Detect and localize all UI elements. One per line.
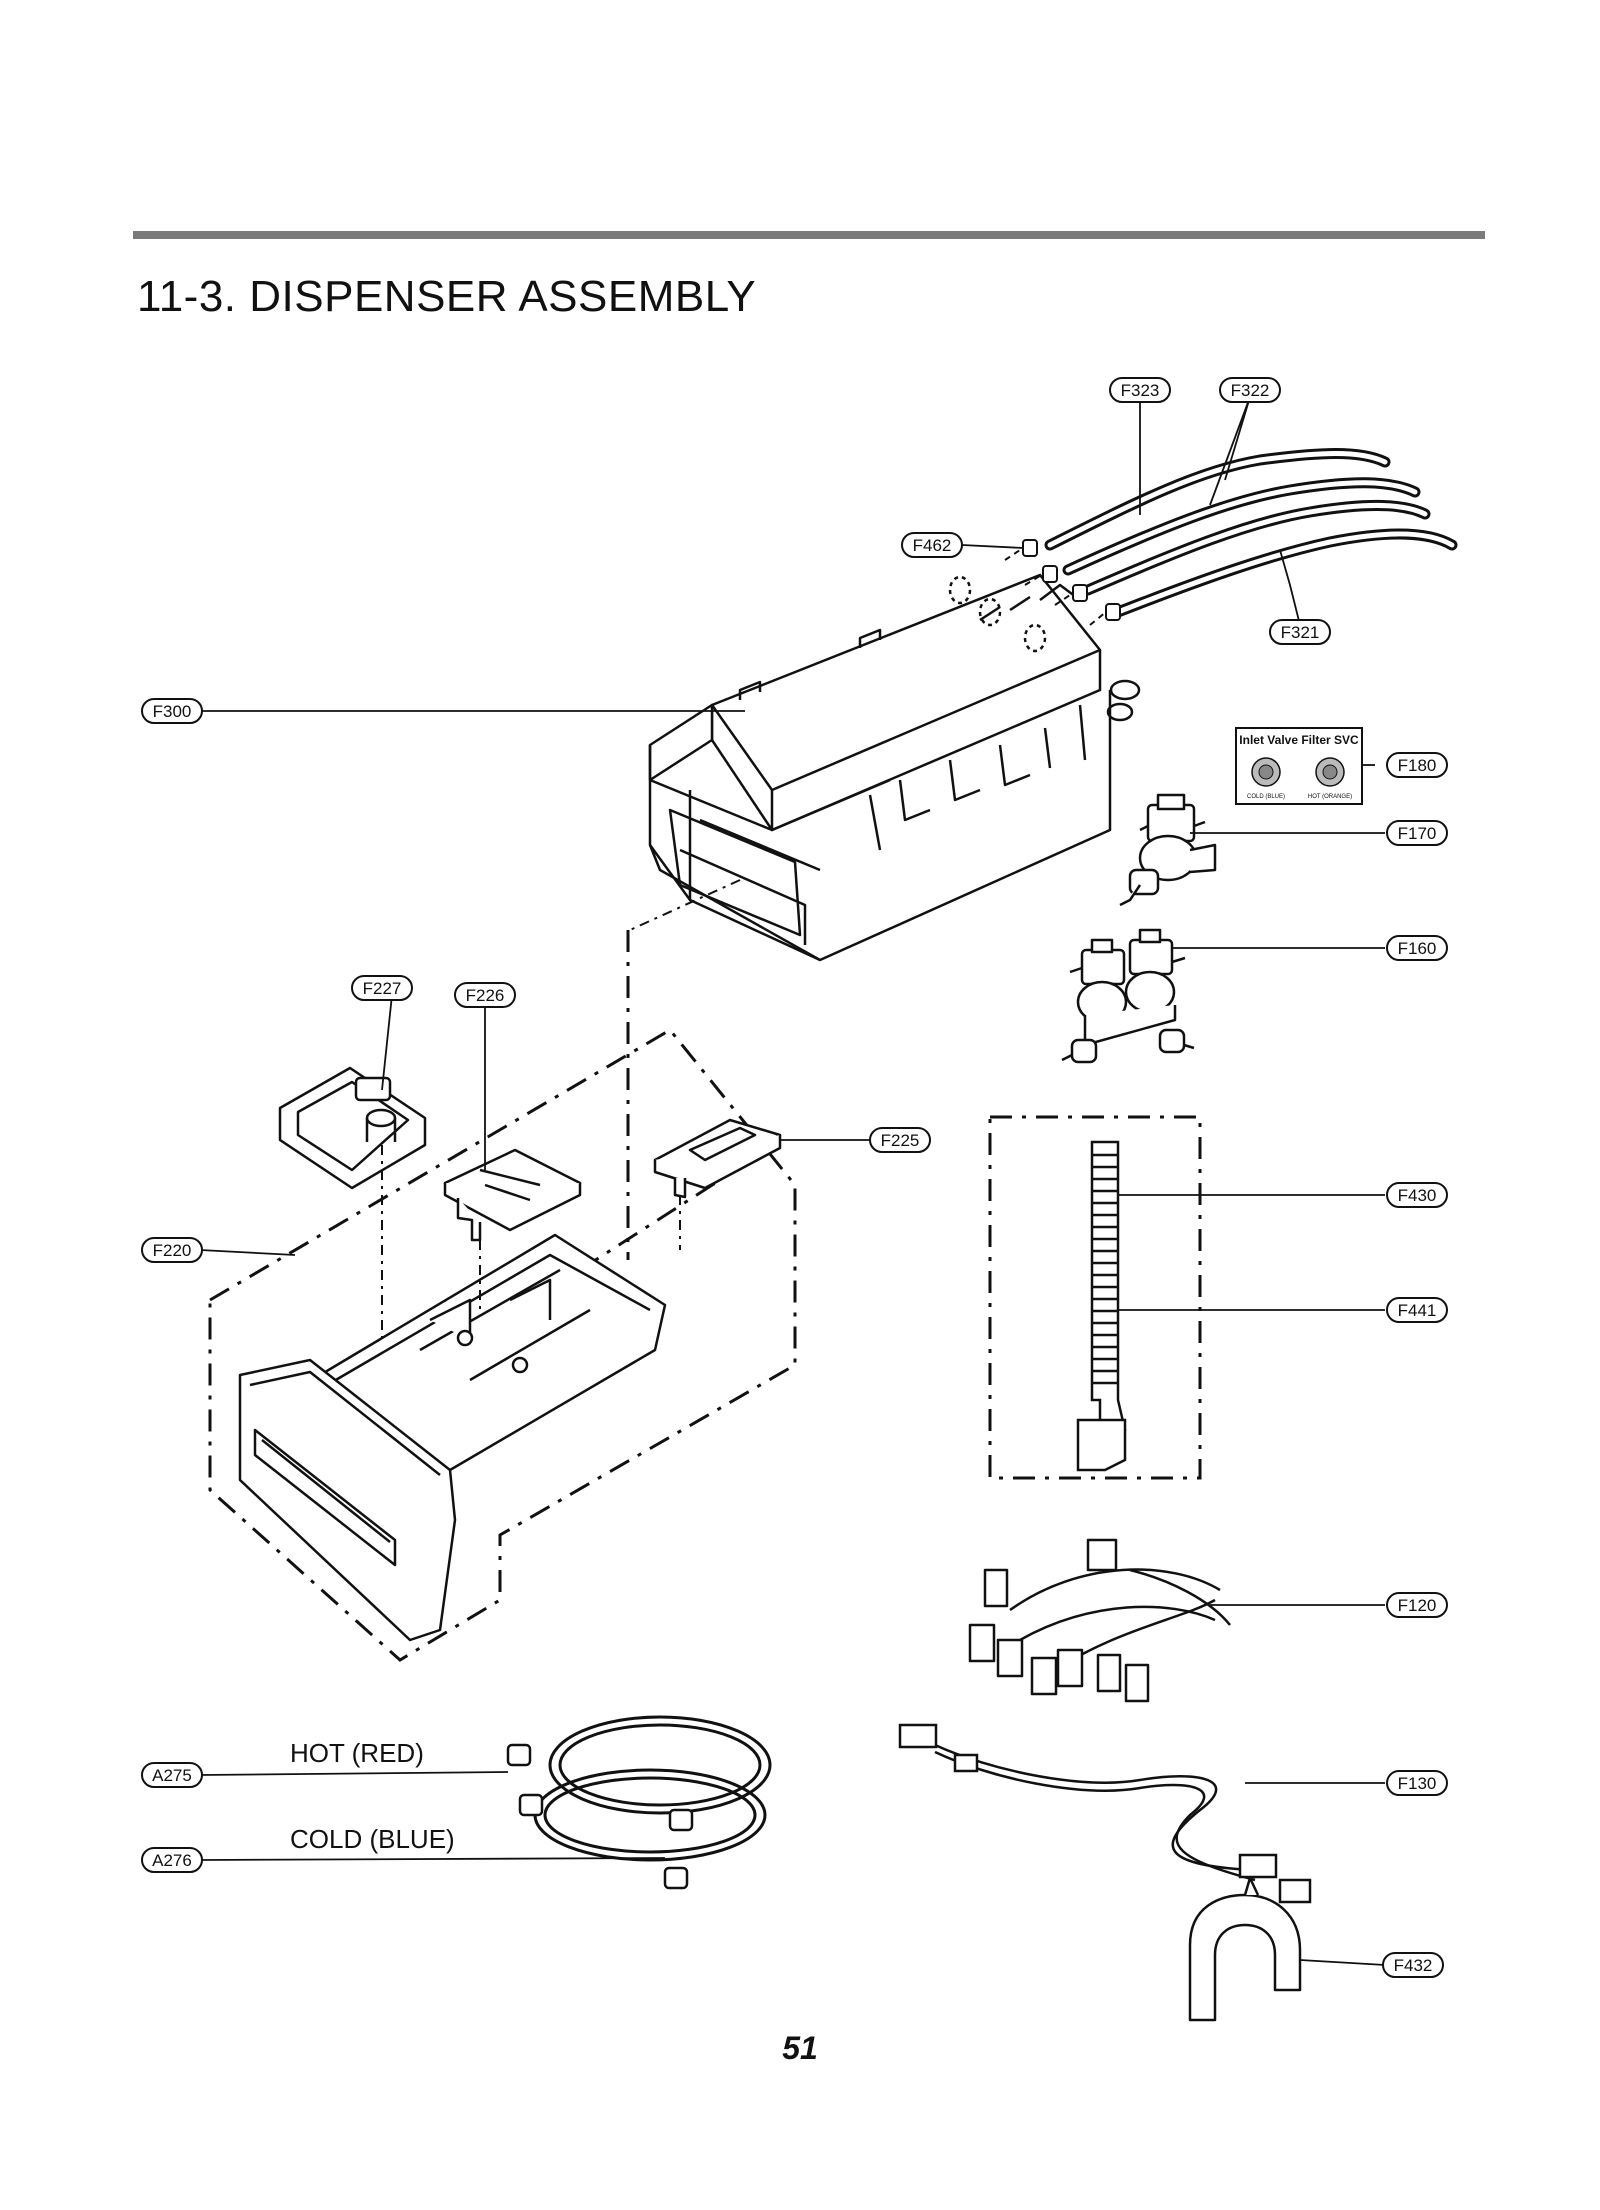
callout-A276: A276: [141, 1847, 203, 1873]
detergent-insert: [443, 1148, 582, 1242]
callout-F227: F227: [351, 975, 413, 1001]
header-rule: [133, 231, 1485, 239]
svg-text:A276: A276: [152, 1851, 192, 1870]
svg-text:F225: F225: [881, 1131, 920, 1150]
callout-F432: F432: [1382, 1952, 1444, 1978]
callout-F170: F170: [1386, 820, 1448, 846]
wire-harness-long: [898, 1723, 1312, 1904]
svg-text:F180: F180: [1398, 756, 1437, 775]
callout-F300: F300: [141, 698, 203, 724]
callout-F321: F321: [1269, 619, 1331, 645]
callout-F322: F322: [1219, 377, 1281, 403]
page-title: 11-3. DISPENSER ASSEMBLY: [137, 272, 757, 321]
hose-fittings: [506, 1743, 694, 1890]
svg-text:F323: F323: [1121, 381, 1160, 400]
callout-F120: F120: [1386, 1592, 1448, 1618]
cold-hose-label: COLD (BLUE): [290, 1824, 455, 1854]
svg-text:F462: F462: [913, 536, 952, 555]
callout-F430: F430: [1386, 1182, 1448, 1208]
callout-F220: F220: [141, 1237, 203, 1263]
callout-F160: F160: [1386, 935, 1448, 961]
svg-text:F441: F441: [1398, 1301, 1437, 1320]
softener-cap: [278, 1066, 427, 1190]
svg-text:F220: F220: [153, 1241, 192, 1260]
svg-text:F120: F120: [1398, 1596, 1437, 1615]
callout-F130: F130: [1386, 1770, 1448, 1796]
svg-text:F130: F130: [1398, 1774, 1437, 1793]
svg-text:F300: F300: [153, 702, 192, 721]
inlet-valve-filter-svc-kit: Inlet Valve Filter SVC COLD (BLUE) HOT (…: [1235, 727, 1363, 805]
hose-clip: [1188, 1876, 1302, 2022]
svg-text:A275: A275: [152, 1766, 192, 1785]
svg-text:F322: F322: [1231, 381, 1270, 400]
svg-text:F430: F430: [1398, 1186, 1437, 1205]
callout-F180: F180: [1386, 752, 1448, 778]
drawer-dashed-enclosure: [208, 930, 797, 1662]
svc-kit-cold-caption: COLD (BLUE): [1247, 794, 1285, 800]
callout-F441: F441: [1386, 1297, 1448, 1323]
single-inlet-valve: [1119, 793, 1217, 907]
hose-clamps: [1022, 539, 1121, 621]
svg-text:F170: F170: [1398, 824, 1437, 843]
callout-A275: A275: [141, 1762, 203, 1788]
bleach-insert: [653, 1118, 782, 1199]
callout-F226: F226: [454, 982, 516, 1008]
dispenser-housing: [648, 573, 1141, 962]
svc-kit-hot-caption: HOT (ORANGE): [1308, 794, 1352, 800]
leader-lines: [199, 396, 1386, 1966]
inlet-hoses: [1044, 448, 1458, 618]
svg-text:F227: F227: [363, 979, 402, 998]
wire-harness: [968, 1538, 1231, 1703]
svg-text:F321: F321: [1281, 623, 1320, 642]
svg-text:F160: F160: [1398, 939, 1437, 958]
callout-F225: F225: [869, 1127, 931, 1153]
svc-kit-title: Inlet Valve Filter SVC: [1239, 733, 1359, 747]
callout-F323: F323: [1109, 377, 1171, 403]
assembly-guide-lines: [381, 879, 741, 1340]
hot-hose-label: HOT (RED): [290, 1738, 424, 1768]
double-inlet-valve: [1061, 928, 1195, 1064]
svg-text:F432: F432: [1394, 1956, 1433, 1975]
dispenser-drawer: [238, 1233, 667, 1642]
callout-F462: F462: [901, 532, 963, 558]
page-number: 51: [782, 2030, 818, 2066]
corrugated-hose: [1076, 1140, 1127, 1472]
hose-box: [988, 1115, 1202, 1480]
fill-hoses: [533, 1715, 772, 1862]
svg-text:F226: F226: [466, 986, 505, 1005]
